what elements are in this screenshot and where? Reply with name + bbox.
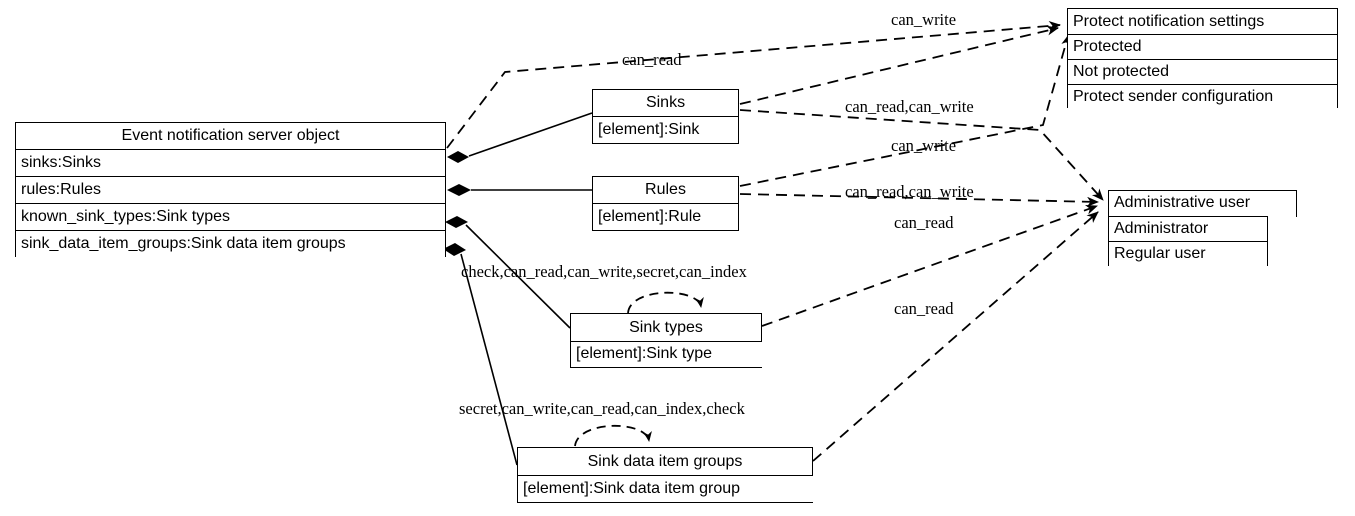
class-box-sinks[interactable]: Sinks [element]:Sink xyxy=(592,89,739,144)
class-literal-administrator: Administrator xyxy=(1109,217,1267,242)
composition-edge-sinks xyxy=(447,112,593,163)
class-title-sink-types: Sink types xyxy=(571,314,761,342)
class-attr-rules-element: [element]:Rule xyxy=(593,204,738,230)
class-box-sink-types[interactable]: Sink types [element]:Sink type xyxy=(570,313,762,368)
edge-label-can-read-server-protect: can_read xyxy=(622,50,682,69)
dep-groups-admin xyxy=(812,211,1099,462)
class-attr-sinks: sinks:Sinks xyxy=(16,150,445,177)
selfloop-groups xyxy=(574,424,652,447)
edge-label-groups-self: secret,can_write,can_read,can_index,chec… xyxy=(459,399,745,418)
class-title-server: Event notification server object xyxy=(16,123,445,150)
edge-label-can-read-groups-admin: can_read xyxy=(894,299,954,318)
class-attr-known-sink-types: known_sink_types:Sink types xyxy=(16,204,445,231)
class-box-sink-data-item-groups[interactable]: Sink data item groups [element]:Sink dat… xyxy=(517,447,813,503)
class-literal-not-protected: Not protected xyxy=(1068,60,1337,85)
class-box-administrative-user[interactable]: Administrative user xyxy=(1108,190,1297,217)
edge-label-sink-types-self: check,can_read,can_write,secret,can_inde… xyxy=(461,262,747,281)
class-box-event-notification-server-object[interactable]: Event notification server object sinks:S… xyxy=(15,122,446,258)
class-title-administrative-user: Administrative user xyxy=(1109,191,1296,216)
dep-server-protect xyxy=(446,20,1061,149)
edge-label-can-write-sinks-protect: can_write xyxy=(891,10,957,29)
class-literal-protect-sender-configuration: Protect sender configuration xyxy=(1068,85,1337,109)
edge-label-can-read-can-write-rules-admin: can_read,can_write xyxy=(845,182,974,201)
class-attr-rules: rules:Rules xyxy=(16,177,445,204)
class-title-sinks: Sinks xyxy=(593,90,738,117)
class-title-rules: Rules xyxy=(593,177,738,204)
class-box-rules[interactable]: Rules [element]:Rule xyxy=(592,176,739,231)
edge-label-can-read-sink-types-admin: can_read xyxy=(894,213,954,232)
class-attr-sink-types-element: [element]:Sink type xyxy=(571,342,762,367)
edge-label-can-read-can-write-sinks-admin: can_read,can_write xyxy=(845,97,974,116)
class-title-protect-notification-settings: Protect notification settings xyxy=(1068,9,1337,35)
class-title-sink-data-item-groups: Sink data item groups xyxy=(518,448,812,476)
edge-label-can-write-rules-protect: can_write xyxy=(891,136,957,155)
composition-edge-rules xyxy=(447,184,592,196)
class-attr-sink-data-item-groups-element: [element]:Sink data item group xyxy=(518,476,813,502)
selfloop-sink-types xyxy=(627,291,704,314)
class-attr-sink-data-item-groups: sink_data_item_groups:Sink data item gro… xyxy=(16,231,445,258)
class-literal-regular-user: Regular user xyxy=(1109,242,1267,266)
class-literal-protected: Protected xyxy=(1068,35,1337,60)
class-attr-sinks-element: [element]:Sink xyxy=(593,117,738,143)
class-box-administrative-user-literals[interactable]: Administrator Regular user xyxy=(1108,216,1268,266)
dep-sinks-protect xyxy=(739,25,1059,105)
class-box-protect-notification-settings[interactable]: Protect notification settings Protected … xyxy=(1067,8,1338,109)
